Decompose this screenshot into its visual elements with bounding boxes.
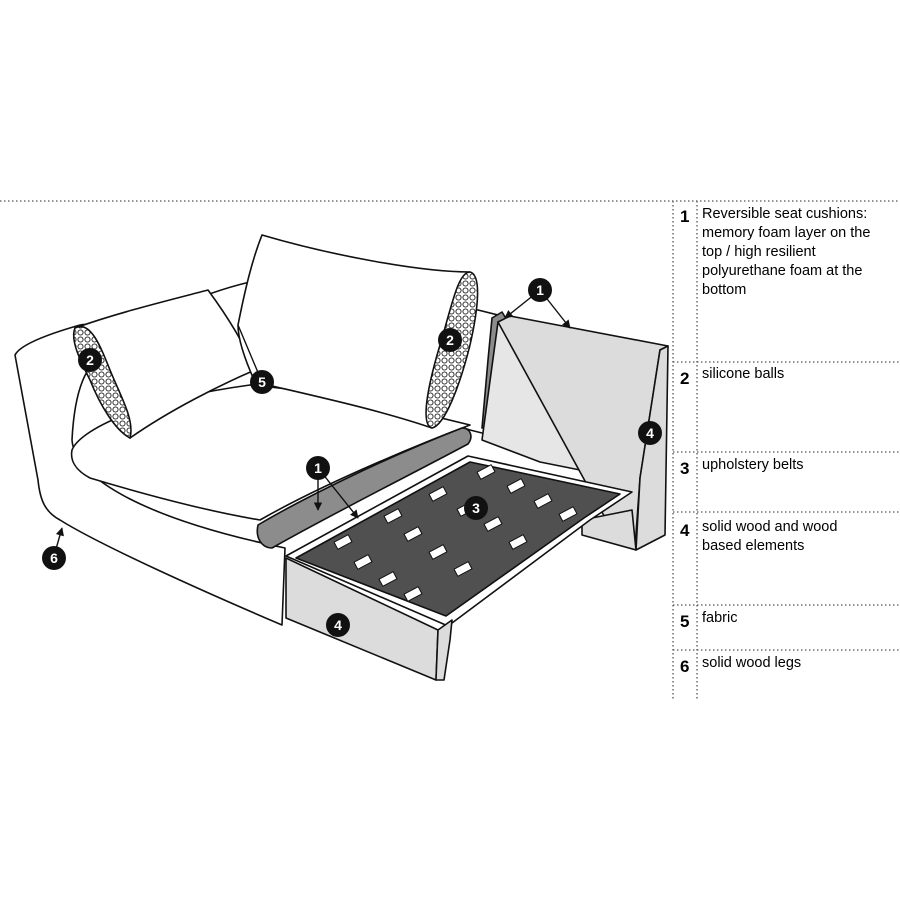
callout-4-back: 4 bbox=[638, 421, 662, 445]
sofa-drawing bbox=[14, 234, 669, 681]
svg-text:6: 6 bbox=[50, 550, 58, 566]
svg-text:4: 4 bbox=[680, 521, 690, 540]
svg-text:memory foam layer on the: memory foam layer on the bbox=[702, 225, 870, 241]
legend-row-5: 5 fabric bbox=[680, 610, 737, 631]
svg-text:fabric: fabric bbox=[702, 610, 737, 626]
frame-lines bbox=[0, 200, 900, 700]
callout-2-right: 2 bbox=[438, 328, 462, 352]
svg-text:bottom: bottom bbox=[702, 282, 746, 298]
svg-text:based elements: based elements bbox=[702, 538, 804, 554]
callout-2-left: 2 bbox=[78, 348, 102, 372]
svg-text:top / high resilient: top / high resilient bbox=[702, 244, 816, 260]
legend-row-1: 1 Reversible seat cushions: memory foam … bbox=[680, 206, 870, 298]
svg-text:5: 5 bbox=[680, 612, 689, 631]
callout-5: 5 bbox=[250, 370, 274, 394]
belts bbox=[295, 461, 621, 617]
svg-text:2: 2 bbox=[680, 369, 689, 388]
legend-table: 1 Reversible seat cushions: memory foam … bbox=[680, 206, 870, 676]
seat-cushion-gray bbox=[256, 427, 472, 549]
legend-row-2: 2 silicone balls bbox=[680, 366, 784, 388]
legend-row-3: 3 upholstery belts bbox=[680, 457, 804, 478]
svg-text:1: 1 bbox=[314, 460, 322, 476]
callout-3: 3 bbox=[464, 496, 488, 520]
legend-row-4: 4 solid wood and wood based elements bbox=[680, 519, 837, 554]
callout-1-top: 1 bbox=[528, 278, 552, 302]
svg-text:1: 1 bbox=[536, 282, 544, 298]
svg-text:1: 1 bbox=[680, 207, 689, 226]
back-panel-edge bbox=[635, 345, 669, 551]
front-panel-side bbox=[435, 619, 453, 681]
svg-text:6: 6 bbox=[680, 657, 689, 676]
svg-text:silicone balls: silicone balls bbox=[702, 366, 784, 382]
svg-text:polyurethane foam at the: polyurethane foam at the bbox=[702, 263, 862, 279]
svg-text:3: 3 bbox=[472, 500, 480, 516]
svg-text:upholstery belts: upholstery belts bbox=[702, 457, 804, 473]
svg-text:5: 5 bbox=[258, 374, 266, 390]
legend-row-6: 6 solid wood legs bbox=[680, 655, 801, 676]
svg-text:solid wood legs: solid wood legs bbox=[702, 655, 801, 671]
svg-text:2: 2 bbox=[86, 352, 94, 368]
svg-text:4: 4 bbox=[646, 425, 654, 441]
right-pillow bbox=[237, 234, 471, 429]
svg-text:4: 4 bbox=[334, 617, 342, 633]
callout-1-seat: 1 bbox=[306, 456, 330, 480]
back-panel-foot bbox=[581, 509, 637, 551]
svg-text:solid wood and wood: solid wood and wood bbox=[702, 519, 837, 535]
svg-text:2: 2 bbox=[446, 332, 454, 348]
svg-text:Reversible seat cushions:: Reversible seat cushions: bbox=[702, 206, 867, 222]
callout-4-front: 4 bbox=[326, 613, 350, 637]
callout-6: 6 bbox=[42, 546, 66, 570]
svg-text:3: 3 bbox=[680, 459, 689, 478]
callout-markers: 1 1 2 2 3 4 4 5 bbox=[42, 278, 662, 637]
